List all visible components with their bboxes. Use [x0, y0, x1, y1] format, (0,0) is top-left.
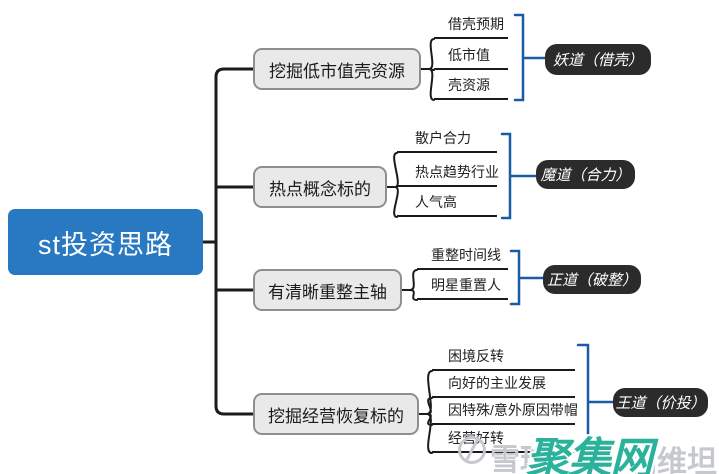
- leaf-connectors-branch-2: [386, 152, 399, 218]
- leaf-node[interactable]: 低市值: [434, 47, 508, 70]
- tag-modao-heli[interactable]: 魔道（合力）: [536, 160, 635, 189]
- leaf-node[interactable]: 明星重置人: [417, 277, 508, 300]
- connector-branch-4: [214, 240, 255, 416]
- leaf-connectors-branch-4: [418, 370, 433, 454]
- bracket-group-4: [576, 343, 615, 460]
- bracket-group-1: [513, 13, 547, 102]
- leaf-node[interactable]: 热点趋势行业: [397, 164, 499, 187]
- leaf-node[interactable]: 向好的主业发展: [432, 375, 575, 398]
- group-brackets: [500, 13, 615, 460]
- connector-branch-1: [214, 67, 255, 244]
- leaf-node[interactable]: 借壳预期: [434, 16, 508, 39]
- root-node[interactable]: st投资思路: [8, 209, 203, 275]
- leaf-node[interactable]: 重整时间线: [417, 247, 508, 270]
- leaf-node[interactable]: 经营好转: [432, 430, 575, 453]
- tag-yaodao-shell[interactable]: 妖道（借壳）: [545, 44, 651, 75]
- leaf-connectors-branch-3: [401, 269, 418, 301]
- branch-clear-restructure[interactable]: 有清晰重整主轴: [253, 269, 402, 311]
- branch-operation-recovery[interactable]: 挖掘经营恢复标的: [253, 393, 419, 435]
- leaf-node[interactable]: 困境反转: [432, 348, 575, 371]
- tag-zhengdao-pozheng[interactable]: 正道（破整）: [543, 265, 641, 294]
- bracket-group-3: [509, 249, 545, 306]
- tag-wangdao-jiatou[interactable]: 王道（价投）: [613, 388, 708, 417]
- bracket-group-2: [500, 132, 538, 220]
- leaf-connectors-branch-1: [420, 38, 435, 101]
- branch-low-cap-shell[interactable]: 挖掘低市值壳资源: [253, 48, 421, 90]
- root-branch-connectors: [201, 67, 255, 416]
- leaf-node[interactable]: 人气高: [397, 194, 497, 217]
- leaf-node[interactable]: 壳资源: [434, 77, 508, 100]
- leaf-node[interactable]: 散户合力: [397, 130, 497, 153]
- branch-hot-concept[interactable]: 热点概念标的: [253, 166, 387, 208]
- branch-leaf-connectors: [386, 38, 435, 454]
- leaf-node[interactable]: 因特殊/意外原因带帽: [432, 402, 578, 425]
